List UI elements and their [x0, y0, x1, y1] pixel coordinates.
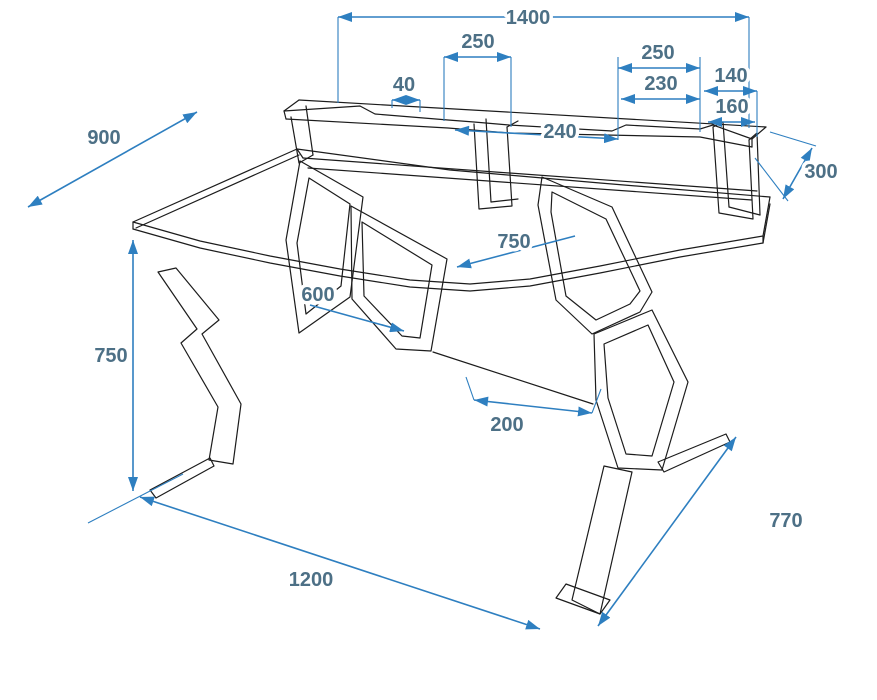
dim-label-shelf-end-top: 140	[714, 65, 747, 87]
dim-desk-height: 750	[87, 240, 184, 524]
dim-label-overall-width: 1400	[506, 7, 551, 29]
dim-shelf-lip: 40	[389, 71, 421, 112]
dim-label-base-depth: 770	[769, 510, 802, 532]
dim-shelf-end-top: 140	[704, 62, 758, 137]
dim-label-desk-depth: 900	[87, 127, 120, 149]
left-leg	[157, 267, 242, 465]
desk-wireframe	[132, 99, 771, 615]
dim-label-shelf-depth: 300	[804, 161, 837, 183]
dim-label-shelf-segment-left: 250	[461, 31, 494, 53]
dim-shelf-middle-span: 240	[454, 118, 619, 147]
front-right-leg	[555, 465, 633, 615]
center-legs	[285, 160, 448, 352]
shelf-support-right	[712, 121, 761, 220]
dim-label-shelf-segment-right: 250	[641, 42, 674, 64]
monitor-shelf	[283, 99, 767, 148]
dim-label-shelf-lip: 40	[393, 74, 415, 96]
shelf-support-left	[290, 105, 314, 164]
dim-shelf-depth: 300	[754, 131, 841, 202]
dim-label-shelf-segment-right-inner: 230	[644, 73, 677, 95]
dim-shelf-segment-right-inner: 230	[621, 70, 700, 104]
dim-tabletop-depth: 750	[456, 228, 576, 269]
dim-label-base-width: 1200	[289, 569, 334, 591]
right-legs	[432, 176, 689, 471]
desktop-surface	[132, 148, 771, 292]
dim-label-tabletop-depth: 750	[497, 231, 530, 253]
dim-desk-depth: 900	[27, 111, 198, 208]
dimension-annotations: 1400 250 250 230 140 160	[27, 4, 841, 630]
dim-overall-width: 1400	[337, 4, 750, 128]
dim-shelf-segment-right: 250	[617, 39, 701, 140]
dim-label-shelf-middle-span: 240	[543, 121, 576, 143]
dim-shelf-segment-left: 250	[443, 28, 512, 127]
dim-label-desk-height: 750	[94, 345, 127, 367]
dim-label-leg-gap: 200	[490, 414, 523, 436]
dim-label-shelf-end-bottom: 160	[715, 96, 748, 118]
dim-leg-cutout-width: 600	[298, 281, 405, 333]
dim-label-leg-cutout-width: 600	[301, 284, 334, 306]
dim-base-depth: 770	[597, 436, 806, 627]
dim-leg-gap: 200	[465, 376, 602, 440]
dim-shelf-end-bottom: 160	[708, 93, 755, 127]
base-skids	[149, 433, 731, 499]
dim-base-width: 1200	[139, 496, 541, 630]
